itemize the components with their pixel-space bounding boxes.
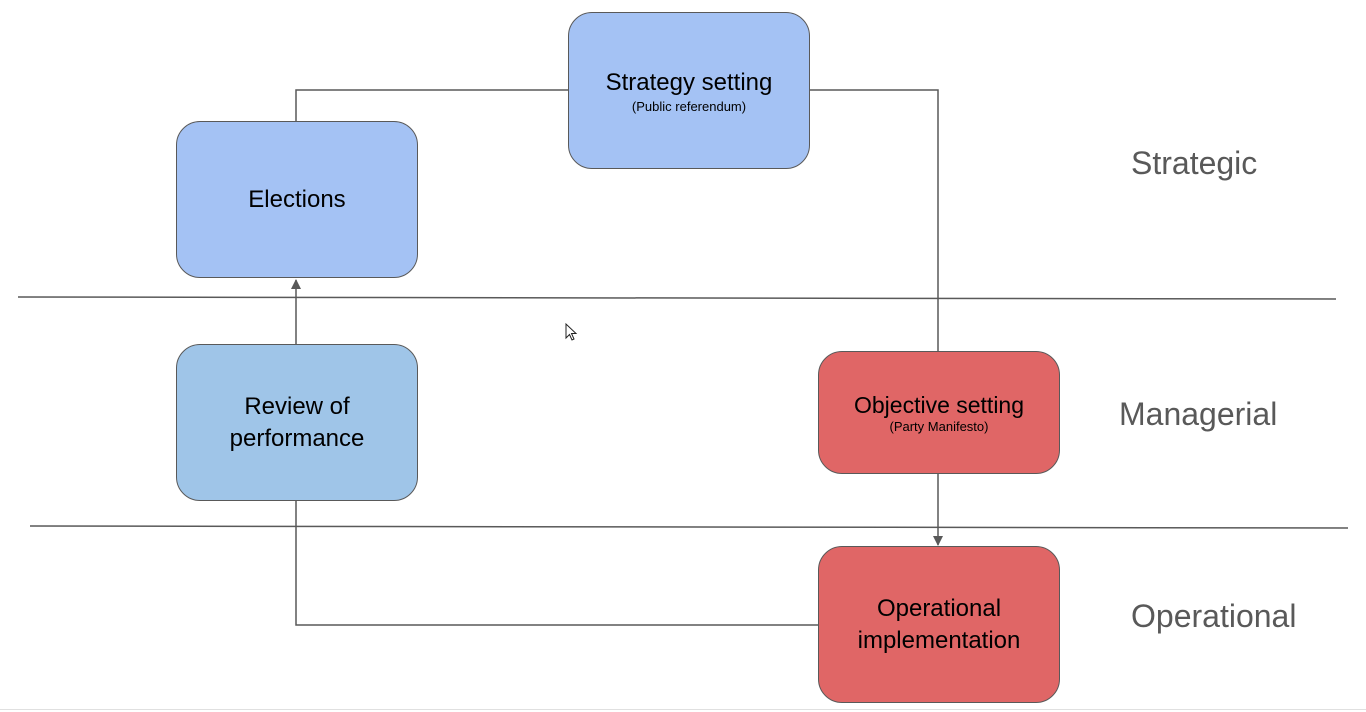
connector-strategy-to-objective (810, 89, 939, 351)
strategy-setting-box[interactable]: Strategy setting (Public referendum) (568, 12, 810, 169)
divider-strategic-managerial (17, 296, 1337, 300)
objective-setting-title: Objective setting (853, 392, 1025, 418)
review-title-line1: Review of (244, 392, 350, 420)
tier-label-managerial: Managerial (1119, 396, 1278, 432)
elections-title: Elections (248, 185, 346, 213)
review-of-performance-box[interactable]: Review of performance (176, 344, 418, 501)
operational-title-line1: Operational (876, 594, 1002, 622)
review-title-line2: performance (229, 424, 365, 452)
bottom-edge-rule (0, 709, 1366, 710)
divider-managerial-operational (29, 525, 1349, 529)
operational-title-line2: implementation (857, 626, 1021, 654)
connector-operational-to-review (295, 501, 818, 626)
tier-label-operational: Operational (1131, 598, 1297, 634)
mouse-cursor-icon (565, 322, 578, 341)
strategy-setting-title: Strategy setting (605, 69, 773, 96)
strategy-setting-subtitle: (Public referendum) (631, 99, 747, 114)
tier-label-strategic: Strategic (1131, 145, 1258, 181)
connector-elections-to-strategy (295, 89, 568, 121)
elections-box[interactable]: Elections (176, 121, 418, 278)
objective-setting-subtitle: (Party Manifesto) (889, 419, 989, 434)
operational-implementation-box[interactable]: Operational implementation (818, 546, 1060, 703)
objective-setting-box[interactable]: Objective setting (Party Manifesto) (818, 351, 1060, 474)
